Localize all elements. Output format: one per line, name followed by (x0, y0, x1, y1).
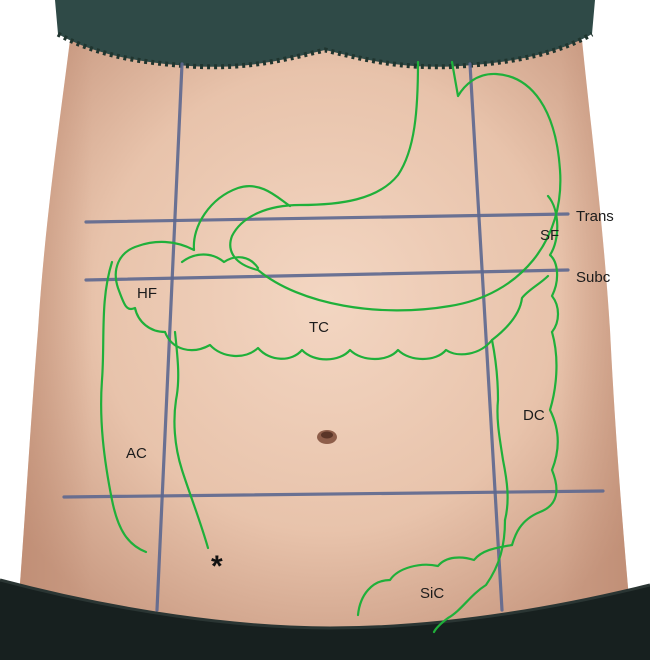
label-trans: Trans (576, 208, 614, 225)
label-sic: SiC (420, 585, 444, 602)
label-sf: SF (540, 227, 559, 244)
label-dc: DC (523, 407, 545, 424)
asterisk-marker: * (211, 550, 223, 583)
label-hf: HF (137, 285, 157, 302)
label-subc: Subc (576, 269, 611, 286)
label-tc: TC (309, 319, 329, 336)
torso-side-shading (18, 40, 635, 660)
label-ac: AC (126, 445, 147, 462)
